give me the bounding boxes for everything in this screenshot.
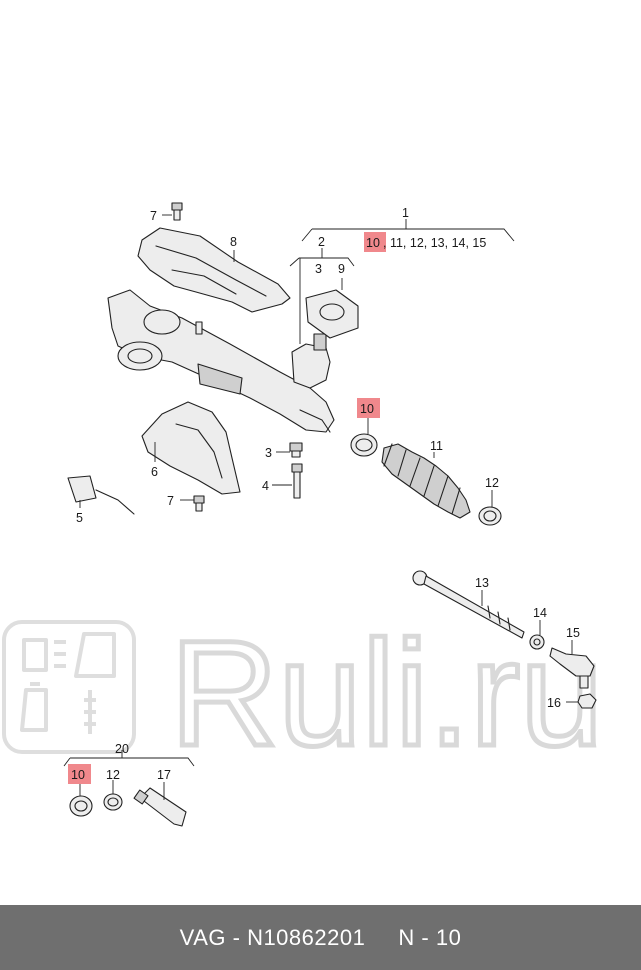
- label-3-top: 3: [315, 262, 322, 276]
- label-8: 8: [230, 235, 237, 249]
- label-6: 6: [151, 465, 158, 479]
- part-11-boot: [381, 443, 471, 519]
- part-6-heat-shield: [141, 401, 241, 495]
- label-5: 5: [76, 511, 83, 525]
- label-13: 13: [475, 576, 489, 590]
- highlight-10-clamp: [357, 398, 380, 418]
- part-7-bolt-top: [171, 202, 183, 221]
- footer-ref: N - 10: [398, 924, 462, 950]
- parts-diagram: Ruli.ru: [2, 202, 606, 827]
- part-9-rubber-mount: [305, 289, 359, 339]
- watermark-logo-icon: [2, 620, 136, 754]
- part-8-heat-shield: [137, 227, 291, 313]
- kit-20-clamp-10: [69, 795, 93, 817]
- part-3-bolt: [289, 442, 303, 458]
- highlight-10-main: [364, 232, 386, 252]
- kit-20-grease-tube-17: [133, 787, 187, 827]
- label-15: 15: [566, 626, 580, 640]
- footer-brand: VAG: [179, 924, 226, 950]
- part-5-connector: [67, 475, 135, 515]
- part-7-bolt-lower: [193, 495, 205, 512]
- label-3-lower: 3: [265, 446, 272, 460]
- label-2: 2: [318, 235, 325, 249]
- label-12-kit: 12: [106, 768, 120, 782]
- footer-separator: -: [226, 924, 248, 950]
- label-14: 14: [533, 606, 547, 620]
- label-20: 20: [115, 742, 129, 756]
- footer-part-number: N10862201: [247, 924, 366, 950]
- label-10-kit: 10: [71, 768, 85, 782]
- part-10-clamp: [350, 433, 378, 457]
- highlights: [68, 232, 386, 784]
- labels: 1 10 , 11, 12, 13, 14, 15 2 3 9 8 7 6 7 …: [71, 206, 580, 782]
- leader-lines: [63, 214, 578, 800]
- part-14-nut: [529, 634, 545, 650]
- label-7-lower: 7: [167, 494, 174, 508]
- highlight-10-kit: [68, 764, 91, 784]
- label-9: 9: [338, 262, 345, 276]
- label-17: 17: [157, 768, 171, 782]
- watermark: Ruli.ru: [2, 607, 606, 780]
- label-4: 4: [262, 479, 269, 493]
- label-7-top: 7: [150, 209, 157, 223]
- steering-rack: [107, 289, 335, 433]
- footer-bar: VAG - N10862201 N - 10: [0, 905, 641, 970]
- footer-gap: [365, 925, 398, 951]
- label-1-highlight: 10: [366, 236, 380, 250]
- label-10-clamp: 10: [360, 402, 374, 416]
- label-12: 12: [485, 476, 499, 490]
- kit-20-clamp-12: [103, 793, 123, 811]
- part-15-tie-rod-end: [549, 647, 595, 689]
- label-11: 11: [430, 439, 443, 453]
- label-1-list: , 11, 12, 13, 14, 15: [383, 236, 486, 250]
- part-12-clamp: [478, 506, 502, 526]
- watermark-text: Ruli.ru: [170, 609, 603, 777]
- part-4-bolt: [291, 463, 303, 499]
- part-13-tie-rod: [412, 570, 525, 639]
- label-16: 16: [547, 696, 561, 710]
- label-1: 1: [402, 206, 409, 220]
